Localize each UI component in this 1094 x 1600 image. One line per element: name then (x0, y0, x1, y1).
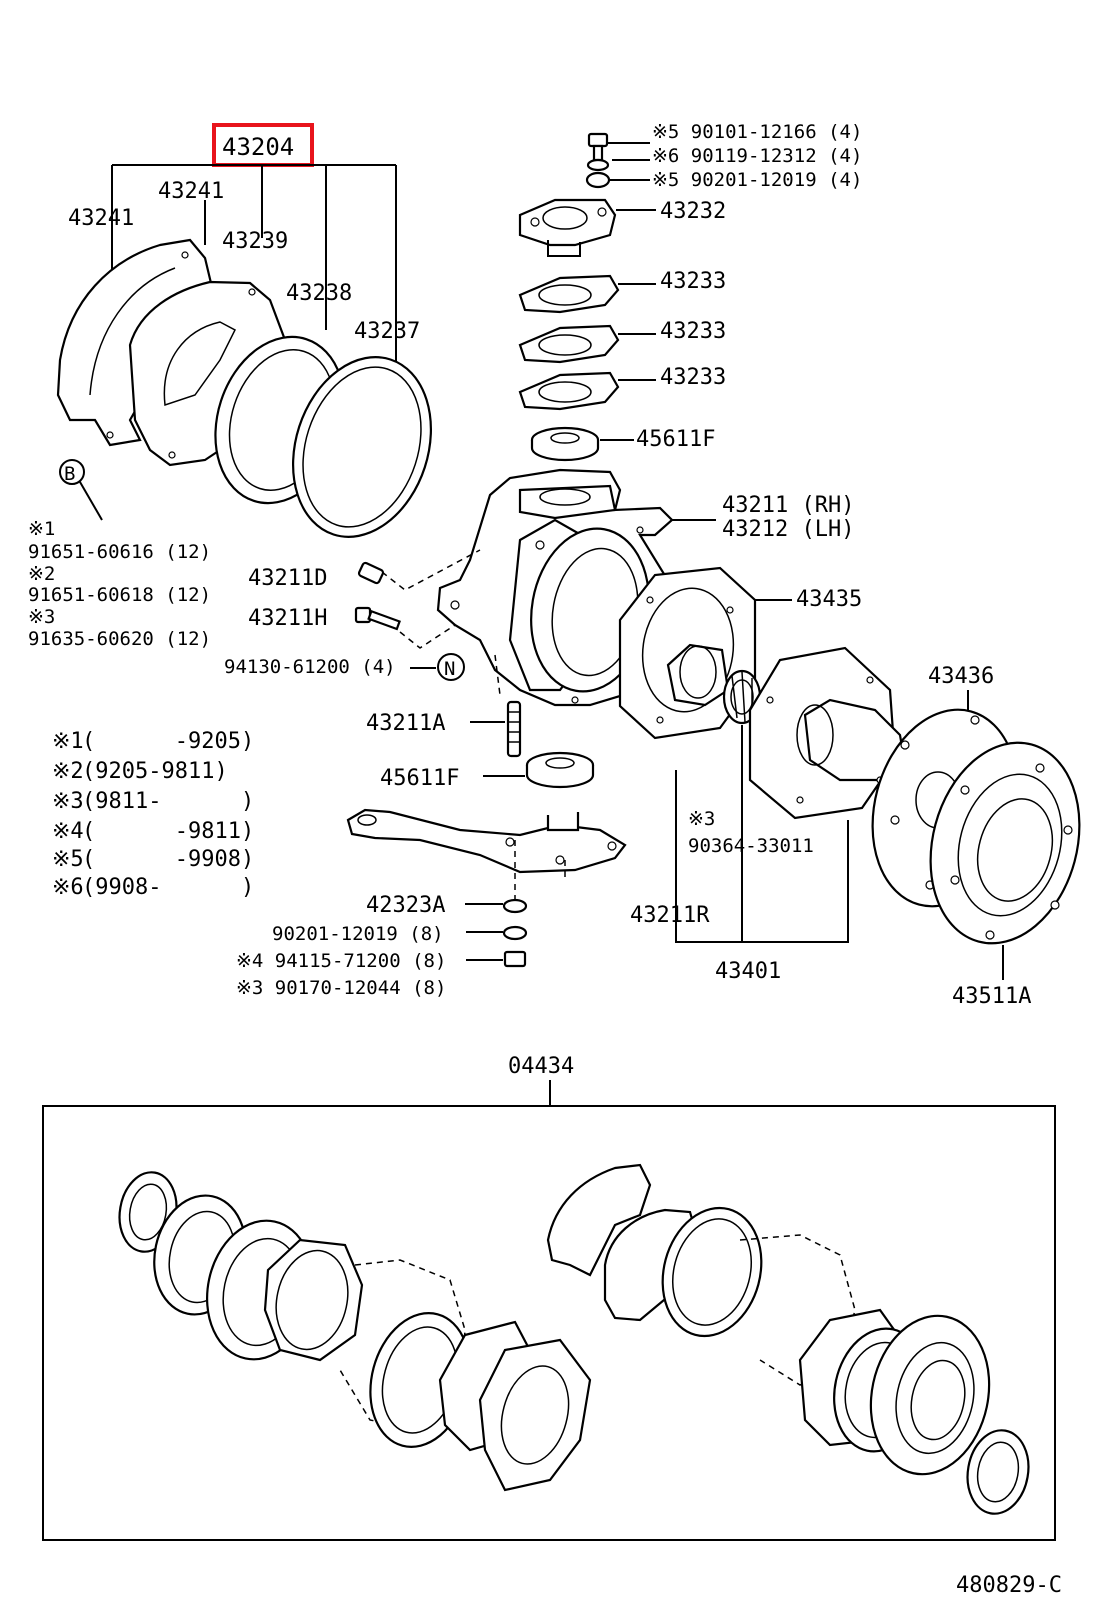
legend-range-5: ( -9908) (82, 847, 254, 872)
part-43233-gasket-2[interactable] (518, 324, 620, 364)
part-42323A-nut[interactable] (502, 898, 528, 914)
legend-range-2: (9205-9811) (82, 759, 228, 784)
callout-43211H[interactable]: 43211H (248, 606, 327, 631)
callout-43241-a[interactable]: 43241 (158, 179, 224, 204)
top-arm-group: ※5 90101-12166 (4) ※6 90119-12312 (4) ※5… (518, 121, 862, 462)
callout-43511A[interactable]: 43511A (952, 984, 1031, 1009)
callout-42323A[interactable]: 42323A (366, 893, 445, 918)
legend-range-6: (9908- ) (82, 875, 254, 900)
part-steering-arm[interactable] (346, 808, 627, 874)
legend-mark-1: ※1 (52, 729, 84, 754)
part-43211H-bolt[interactable] (354, 606, 401, 631)
part-43237-snapring[interactable] (271, 339, 453, 555)
callout-43233-c[interactable]: 43233 (660, 365, 726, 390)
callout-90364-b[interactable]: 90364-33011 (688, 835, 814, 857)
spindle-group: 43435 ※3 90364-33011 (618, 566, 1094, 1009)
ref-mark-n-label: N (444, 658, 455, 680)
legend-mark-3: ※3 (52, 789, 84, 814)
part-45611F-lower[interactable] (525, 751, 595, 789)
part-90201-washer[interactable] (502, 925, 528, 941)
callout-43211A[interactable]: 43211A (366, 711, 445, 736)
callout-90170[interactable]: ※3 90170-12044 (8) (236, 977, 446, 999)
legend-range-1: ( -9205) (82, 729, 254, 754)
callout-43435[interactable]: 43435 (796, 587, 862, 612)
callout-90364-a[interactable]: ※3 (688, 808, 715, 830)
part-43233-gasket-1[interactable] (518, 274, 620, 314)
part-washer-90201[interactable] (585, 171, 611, 189)
legend-mark-5: ※5 (52, 847, 84, 872)
b-note-2: 91651-60616 (12) (28, 541, 211, 563)
callout-43204[interactable]: 43204 (222, 133, 294, 161)
legend: ※1 ( -9205) ※2 (9205-9811) ※3 (9811- ) ※… (52, 729, 254, 900)
callout-43233-b[interactable]: 43233 (660, 319, 726, 344)
callout-43401[interactable]: 43401 (715, 959, 781, 984)
b-note-5: ※3 (28, 606, 55, 628)
callout-45611F-b[interactable]: 45611F (380, 766, 459, 791)
part-43401-spindle[interactable] (748, 646, 907, 820)
part-43511A-drum[interactable] (909, 726, 1094, 960)
legend-range-4: ( -9811) (82, 819, 254, 844)
callout-94130[interactable]: 94130-61200 (4) (224, 656, 396, 678)
part-washer-90119[interactable] (586, 158, 610, 172)
legend-mark-6: ※6 (52, 875, 84, 900)
callout-43212-lh[interactable]: 43212 (LH) (722, 517, 854, 542)
b-note-1: ※1 (28, 518, 55, 540)
legend-mark-4: ※4 (52, 819, 84, 844)
callout-43232[interactable]: 43232 (660, 199, 726, 224)
bolt-ref-1[interactable]: ※5 90101-12166 (4) (652, 121, 862, 143)
b-note-4: 91651-60618 (12) (28, 584, 211, 606)
legend-mark-2: ※2 (52, 759, 84, 784)
callout-43241-b[interactable]: 43241 (68, 206, 134, 231)
bolt-ref-2[interactable]: ※6 90119-12312 (4) (652, 145, 862, 167)
callout-45611F-a[interactable]: 45611F (636, 427, 715, 452)
kit-right-parts[interactable] (546, 1163, 1035, 1519)
part-43233-gasket-3[interactable] (518, 371, 620, 411)
callout-43211-rh[interactable]: 43211 (RH) (722, 493, 854, 518)
callout-43233-a[interactable]: 43233 (660, 269, 726, 294)
part-94115-nut[interactable] (503, 950, 527, 968)
callout-43239[interactable]: 43239 (222, 229, 288, 254)
kit-04434-group: 04434 (42, 1054, 1056, 1541)
callout-43237[interactable]: 43237 (354, 319, 420, 344)
callout-43211D[interactable]: 43211D (248, 566, 327, 591)
callout-04434[interactable]: 04434 (508, 1054, 574, 1079)
legend-range-3: (9811- ) (82, 789, 254, 814)
ref-mark-b-label: B (64, 463, 75, 485)
callout-90201-b[interactable]: 90201-12019 (8) (272, 923, 444, 945)
part-43232-cap[interactable] (518, 198, 617, 257)
kit-04434-box (42, 1105, 1056, 1541)
callout-43211R[interactable]: 43211R (630, 903, 710, 928)
kit-left-parts[interactable] (113, 1168, 592, 1492)
part-43211D-screw[interactable] (357, 561, 385, 585)
part-45611F-upper[interactable] (530, 426, 600, 462)
diagram-id: 480829-C (956, 1573, 1062, 1598)
callout-43436[interactable]: 43436 (928, 664, 994, 689)
callout-94115[interactable]: ※4 94115-71200 (8) (236, 950, 446, 972)
b-note-6: 91635-60620 (12) (28, 628, 211, 650)
bolt-ref-3[interactable]: ※5 90201-12019 (4) (652, 169, 862, 191)
b-note-3: ※2 (28, 563, 55, 585)
ref-mark-b (59, 459, 85, 485)
callout-43238[interactable]: 43238 (286, 281, 352, 306)
part-bolt-90101[interactable] (587, 132, 609, 162)
part-43211A-stud[interactable] (506, 700, 522, 758)
kit-43204-group: 43204 43241 43241 43239 43238 43237 (28, 123, 453, 650)
knuckle-housing-group: 43211 (RH) 43212 (LH) 43211D 43211H 9413… (224, 468, 854, 999)
ref-mark-n (437, 653, 465, 681)
